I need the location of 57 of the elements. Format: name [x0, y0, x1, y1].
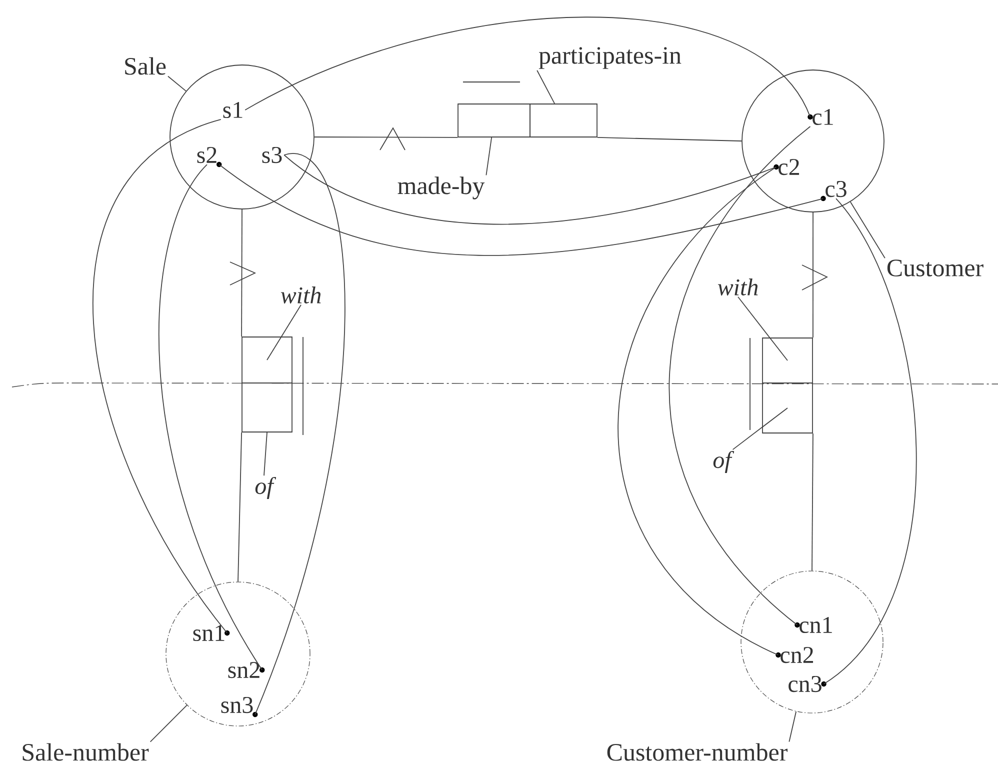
instance-label: sn1	[193, 624, 230, 642]
leader-line	[738, 296, 788, 361]
role-box	[458, 104, 530, 138]
connector-line	[241, 209, 242, 337]
role-box	[242, 336, 292, 384]
population-curve	[218, 164, 824, 256]
population-curve	[823, 198, 917, 684]
object-label: made-by	[398, 176, 485, 200]
population-curve	[618, 166, 779, 656]
object-label: Sale-number	[22, 743, 149, 761]
role-label: of	[255, 477, 276, 500]
instance-label: s1	[223, 102, 242, 118]
object-circle	[166, 582, 310, 726]
object-label: Sale	[125, 57, 166, 75]
role-label: with	[718, 278, 758, 296]
object-circle	[170, 64, 314, 210]
leader-line	[788, 711, 797, 742]
leader-line	[264, 432, 268, 476]
role-box	[762, 382, 813, 434]
leader-line	[168, 76, 186, 92]
leader-line	[536, 70, 556, 104]
instance-label: s3	[262, 146, 282, 164]
connector-line	[597, 137, 742, 142]
instance-label: c3	[820, 180, 846, 202]
leader-line	[150, 704, 188, 742]
object-label: Customer	[887, 260, 984, 276]
role-box	[530, 104, 598, 138]
connector-line	[314, 136, 458, 138]
population-curve	[158, 164, 263, 670]
leader-line	[486, 137, 492, 176]
role-label: of	[713, 451, 734, 474]
population-curve	[244, 16, 811, 118]
connector-line	[812, 212, 814, 338]
instance-label: c1	[808, 108, 833, 126]
leader-line	[850, 201, 886, 259]
object-label: Customer-number	[607, 743, 788, 761]
role-box	[242, 382, 292, 432]
instance-label: cn2	[776, 646, 814, 664]
instance-label: sn2	[228, 662, 265, 678]
connector-line	[812, 433, 814, 572]
instance-label: cn3	[788, 676, 826, 692]
leader-line	[732, 408, 788, 450]
object-circle	[740, 570, 884, 714]
population-curve	[93, 119, 228, 634]
object-circle	[742, 70, 884, 212]
object-label: participates-in	[538, 47, 682, 69]
leader-line	[266, 304, 302, 360]
connector-line	[238, 432, 242, 582]
instance-label: sn3	[221, 696, 258, 718]
population-curve	[669, 126, 811, 626]
instance-label: s2	[197, 146, 222, 168]
population-curve	[254, 154, 346, 715]
role-box	[762, 338, 813, 384]
role-label: with	[280, 286, 321, 304]
instance-label: c2	[774, 158, 800, 176]
population-curve	[284, 154, 777, 224]
instance-label: cn1	[794, 616, 832, 634]
